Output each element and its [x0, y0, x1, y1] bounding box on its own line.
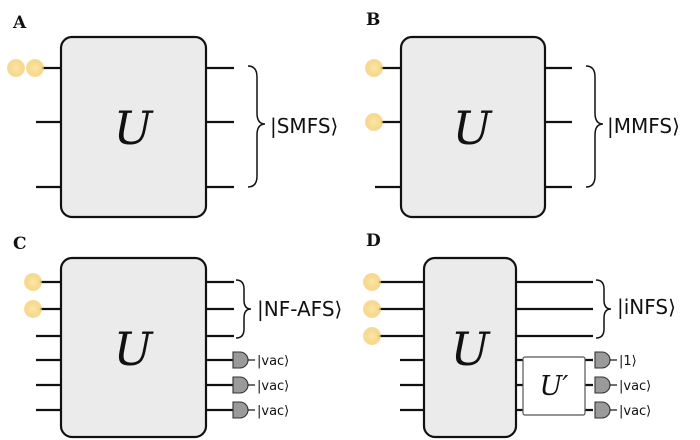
- panel-c-unitary-label: U: [114, 322, 155, 376]
- panel-d-photon-1: [363, 273, 381, 291]
- panel-c-state-label: |NF-AFS⟩: [257, 297, 342, 321]
- panel-d: D U U′ |iNFS⟩ |1⟩ |vac⟩ |vac⟩: [363, 231, 676, 439]
- panel-d-detector-label-2: |vac⟩: [619, 379, 651, 394]
- panel-c-detector-label-1: |vac⟩: [257, 354, 289, 369]
- panel-c-brace: [235, 279, 252, 339]
- panel-d-unitary-box: [422, 256, 518, 439]
- panel-c-detector-2: [232, 376, 249, 394]
- panel-c-detector-3: [232, 401, 249, 419]
- panel-a-photon-2: [26, 59, 44, 77]
- panel-c-photon-1: [24, 273, 42, 291]
- panel-d-detector-3: [594, 401, 611, 419]
- panel-c: C U |NF-AFS⟩ |vac⟩ |vac⟩ |vac⟩: [13, 234, 342, 439]
- panel-a-label: A: [12, 13, 27, 33]
- panel-b-unitary-box: [399, 35, 547, 219]
- panel-a-state-label: |SMFS⟩: [270, 114, 338, 138]
- panel-d-secondary-unitary-box: [522, 356, 586, 416]
- panel-b-photon-2: [365, 113, 383, 131]
- panel-d-unitary-label: U: [451, 322, 492, 376]
- panel-c-unitary-box: [59, 256, 208, 439]
- panel-b-state-label: |MMFS⟩: [607, 114, 680, 138]
- panel-b: B U |MMFS⟩: [365, 10, 680, 219]
- panel-c-photon-2: [24, 300, 42, 318]
- panel-d-photon-3: [363, 327, 381, 345]
- panel-d-detector-2: [594, 376, 611, 394]
- panel-d-detector-label-1: |1⟩: [619, 354, 637, 369]
- panel-b-unitary-label: U: [453, 101, 494, 155]
- panel-c-detector-label-2: |vac⟩: [257, 379, 289, 394]
- panel-d-brace: [595, 279, 612, 339]
- panel-a-unitary-label: U: [114, 101, 155, 155]
- panel-a-photon-1: [7, 59, 25, 77]
- panel-d-photon-2: [363, 300, 381, 318]
- panel-d-detector-label-3: |vac⟩: [619, 404, 651, 419]
- panel-d-state-label: |iNFS⟩: [617, 295, 676, 319]
- panel-b-photon-1: [365, 59, 383, 77]
- panel-d-label: D: [366, 231, 381, 251]
- panel-b-label: B: [366, 10, 380, 30]
- panel-a: A U |SMFS⟩: [7, 13, 338, 219]
- panel-d-detector-1: [594, 351, 611, 369]
- panel-c-detector-label-3: |vac⟩: [257, 404, 289, 419]
- panel-b-brace: [585, 65, 604, 188]
- panel-c-label: C: [13, 234, 27, 254]
- panel-d-secondary-unitary-label: U′: [540, 371, 569, 402]
- panel-a-brace: [247, 65, 266, 188]
- panel-c-detector-1: [232, 351, 249, 369]
- panel-a-unitary-box: [59, 35, 208, 219]
